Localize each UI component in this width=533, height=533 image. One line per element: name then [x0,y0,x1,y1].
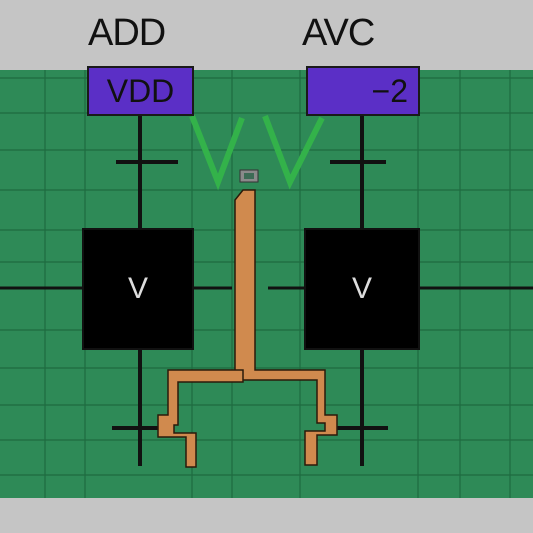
center-v-mark-2 [262,114,325,190]
right-chip: V [304,228,420,350]
board-grid [0,70,533,498]
left-supply-label-box: VDD [87,66,194,116]
copper-traces [157,189,338,468]
right-top-label: AVC [302,12,375,54]
sensor-chip-icon [239,169,259,183]
center-v-mark [189,114,245,191]
right-chip-label: V [351,272,372,305]
left-chip-label: V [127,272,148,305]
left-chip: V [82,228,194,350]
right-supply-label-box: −2 [306,66,420,116]
left-top-label: ADD [88,12,166,54]
